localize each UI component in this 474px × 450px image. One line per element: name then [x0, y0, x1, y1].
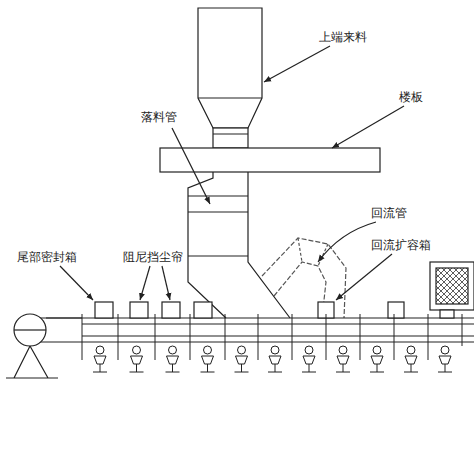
frame-stroke: [360, 314, 361, 346]
frame-stroke: [302, 372, 316, 373]
part-label: 回流管: [370, 206, 408, 220]
frame-stroke: [438, 372, 452, 373]
frame-stroke: [407, 346, 415, 354]
frame-stroke: [155, 346, 156, 360]
frame-stroke: [343, 364, 344, 372]
frame-stroke: [305, 346, 313, 354]
frame-stroke: [202, 356, 214, 364]
frame-stroke: [337, 356, 349, 364]
frame-stroke: [204, 346, 212, 354]
frame-stroke: [82, 314, 83, 346]
frame-stroke: [136, 364, 137, 372]
frame-stroke: [268, 372, 282, 373]
part-label: 阻尼挡尘帘: [122, 250, 184, 264]
frame-stroke: [118, 314, 119, 346]
frame-stroke: [258, 346, 259, 360]
frame-stroke: [190, 346, 191, 360]
part-label: 尾部密封箱: [16, 250, 78, 264]
part-label: 楼板: [398, 90, 424, 104]
frame-stroke: [394, 346, 395, 360]
frame-stroke: [93, 372, 107, 373]
frame-stroke: [82, 346, 83, 360]
frame-stroke: [405, 356, 417, 364]
frame-stroke: [336, 372, 350, 373]
part-label: 回流扩容箱: [370, 238, 432, 252]
frame-stroke: [271, 346, 279, 354]
frame-stroke: [360, 346, 361, 360]
frame-stroke: [167, 356, 179, 364]
frame-stroke: [190, 314, 191, 346]
frame-stroke: [96, 346, 104, 354]
frame-stroke: [445, 364, 446, 372]
frame-stroke: [292, 346, 293, 360]
frame-stroke: [394, 314, 395, 346]
frame-stroke: [100, 364, 101, 372]
frame-stroke: [275, 364, 276, 372]
frame-stroke: [411, 364, 412, 372]
frame-stroke: [441, 346, 449, 354]
frame-stroke: [428, 346, 429, 360]
frame-stroke: [207, 364, 208, 372]
frame-stroke: [370, 372, 384, 373]
frame-stroke: [133, 346, 141, 354]
frame-stroke: [428, 314, 429, 346]
frame-stroke: [241, 364, 242, 372]
frame-stroke: [130, 372, 144, 373]
frame-stroke: [201, 372, 215, 373]
frame-stroke: [235, 372, 249, 373]
frame-stroke: [339, 346, 347, 354]
frame-stroke: [326, 346, 327, 360]
frame-stroke: [269, 356, 281, 364]
frame-stroke: [166, 372, 180, 373]
frame-stroke: [236, 356, 248, 364]
frame-stroke: [118, 346, 119, 360]
frame-stroke: [377, 364, 378, 372]
frame-stroke: [238, 346, 246, 354]
frame-stroke: [462, 314, 463, 346]
frame-stroke: [225, 346, 226, 360]
frame-stroke: [169, 346, 177, 354]
frame-stroke: [373, 346, 381, 354]
part-label: 上端来料: [318, 30, 368, 44]
frame-stroke: [404, 372, 418, 373]
frame-stroke: [292, 314, 293, 346]
frame-stroke: [225, 314, 226, 346]
frame-stroke: [131, 356, 143, 364]
frame-stroke: [326, 314, 327, 346]
frame-stroke: [258, 314, 259, 346]
frame-stroke: [371, 356, 383, 364]
frame-stroke: [439, 356, 451, 364]
frame-stroke: [155, 314, 156, 346]
frame-stroke: [172, 364, 173, 372]
frame-stroke: [309, 364, 310, 372]
frame-stroke: [94, 356, 106, 364]
part-label: 落料管: [140, 110, 178, 124]
frame-stroke: [303, 356, 315, 364]
